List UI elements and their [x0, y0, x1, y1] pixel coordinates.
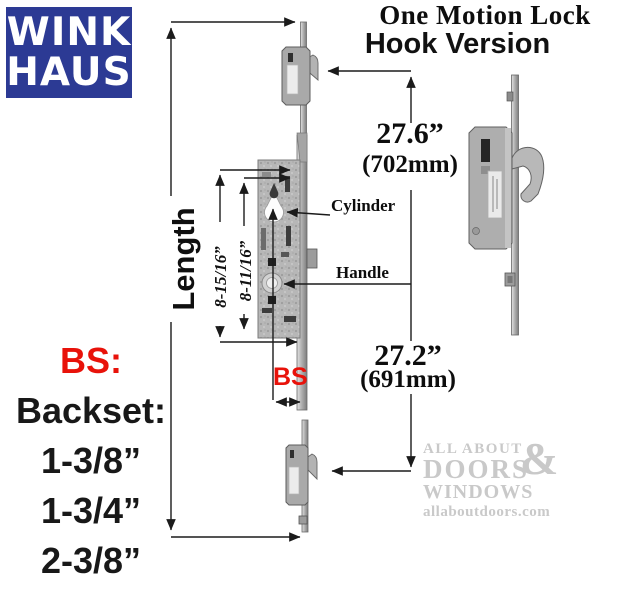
bottom-lug — [298, 515, 308, 525]
gearbox-slot — [281, 252, 289, 257]
photo-faceplate — [511, 74, 519, 336]
top-case-slot — [288, 53, 293, 62]
page-title: One Motion Lock — [379, 0, 591, 30]
gearbox-slot — [284, 316, 296, 322]
bottom-case-label — [288, 466, 300, 495]
gearbox-slot — [286, 226, 291, 246]
gearbox — [257, 132, 318, 339]
top-hook-lock — [281, 46, 319, 106]
handle-label: Handle — [336, 263, 389, 282]
hub-screw-bottom — [268, 296, 276, 304]
hook-lock-photo — [468, 74, 545, 336]
backset-option: 1-3/8” — [40, 440, 142, 481]
photo-label-text-line — [496, 179, 498, 209]
gearbox-slot — [261, 228, 266, 250]
handle-hub-square — [266, 277, 278, 289]
gearbox-slot — [285, 176, 290, 192]
photo-lug-inner — [507, 276, 513, 283]
dimension-lines — [166, 17, 416, 542]
cylinder-label: Cylinder — [331, 196, 396, 215]
photo-top-tab — [506, 91, 514, 102]
winkhaus-logo: WINK HAUS — [6, 7, 132, 98]
watermark: ALL ABOUT DOORS WINDOWS allaboutdoors.co… — [423, 436, 573, 522]
backset-heading: Backset: — [15, 390, 167, 431]
backset-options-block: BS: Backset: 1-3/8” 1-3/4” 2-3/8” — [5, 336, 177, 586]
upper-dimension-mm: (702mm) — [362, 151, 458, 178]
upper-dimension-inches: 27.6” — [376, 117, 444, 150]
hub-screw-top — [268, 258, 276, 266]
photo-label-text-line — [492, 176, 494, 212]
outer-gearbox-dimension-label: 8-15/16” — [211, 246, 230, 308]
center-lock-diagram — [257, 21, 319, 533]
cylinder-keyway — [269, 183, 279, 199]
photo-label-sticker — [487, 170, 503, 219]
inner-gearbox-dimension-label: 8-11/16” — [236, 240, 255, 302]
page-subtitle: Hook Version — [364, 28, 551, 60]
logo-line1: WINK — [6, 9, 132, 55]
bottom-case-slot — [290, 450, 294, 458]
backset-option: 2-3/8” — [40, 540, 142, 581]
watermark-ampersand: & — [520, 433, 559, 484]
backset-abbreviation-label: BS — [273, 363, 308, 391]
gearbox-slot — [262, 172, 271, 177]
watermark-site: allaboutdoors.com — [423, 504, 551, 520]
lower-dimension-inches: 27.2” — [374, 339, 442, 372]
backset-option: 1-3/4” — [40, 490, 142, 531]
gearbox-taper — [296, 132, 308, 163]
backset-abbr-heading: BS: — [60, 340, 122, 381]
photo-slot — [481, 139, 490, 162]
watermark-line3: WINDOWS — [423, 481, 534, 503]
lower-dimension-mm: (691mm) — [360, 366, 456, 393]
watermark-line1: ALL ABOUT — [423, 441, 523, 457]
photo-screw — [472, 227, 480, 235]
photo-slider — [481, 166, 490, 174]
watermark-line2: DOORS — [423, 454, 530, 484]
photo-case-edge — [505, 128, 511, 248]
photo-hook — [511, 146, 545, 203]
latch-bolt — [306, 248, 318, 269]
gearbox-slot — [262, 308, 272, 313]
logo-line2: HAUS — [6, 49, 132, 95]
bottom-hook-lock — [285, 444, 318, 525]
cylinder-pointer — [286, 207, 331, 218]
length-label: Length — [166, 207, 201, 311]
top-case-label — [286, 64, 299, 95]
